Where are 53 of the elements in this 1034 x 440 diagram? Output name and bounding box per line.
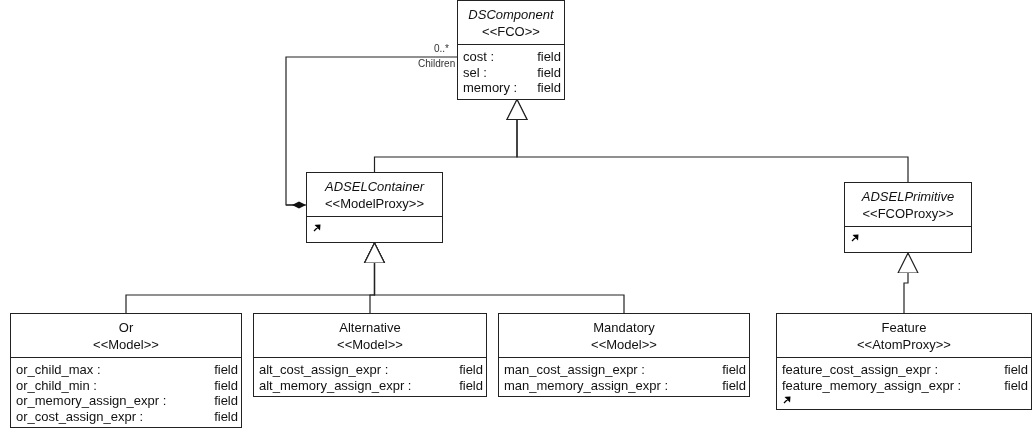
stereotype: <<AtomProxy>>	[856, 336, 952, 353]
class-name: Or	[117, 319, 135, 336]
class-name: Feature	[880, 319, 928, 336]
generalization-arrow	[506, 98, 909, 183]
attribute-name: man_cost_assign_expr :	[504, 362, 646, 378]
class-name: DSComponent	[467, 6, 555, 23]
stereotype: <<Model>>	[92, 336, 160, 353]
stereotype: <<FCO>>	[481, 23, 541, 40]
attribute-type: field	[1004, 377, 1028, 393]
attribute-type: field	[537, 49, 561, 65]
attribute-type: field	[537, 64, 561, 80]
attribute-name: man_memory_assign_expr :	[504, 377, 670, 393]
class-name: ADSELPrimitive	[860, 188, 956, 205]
attribute-name: or_cost_assign_expr :	[16, 408, 145, 424]
class-name: Alternative	[338, 319, 402, 336]
class-box	[306, 172, 443, 243]
attribute-type: field	[214, 377, 238, 393]
class-box	[776, 313, 1032, 410]
attribute-name: cost :	[463, 49, 496, 65]
attribute-type: field	[214, 362, 238, 378]
multiplicity-label: Children	[418, 58, 456, 69]
attribute-type: field	[1004, 362, 1028, 378]
attribute-type: field	[459, 362, 483, 378]
attribute-type: field	[722, 362, 746, 378]
attribute-type: field	[214, 408, 238, 424]
attribute-name: alt_cost_assign_expr :	[259, 362, 390, 378]
attribute-type: field	[214, 393, 238, 409]
stereotype: <<Model>>	[590, 336, 658, 353]
class-box	[844, 182, 972, 253]
attribute-type: field	[537, 80, 561, 96]
attribute-name: feature_memory_assign_expr :	[782, 377, 963, 393]
class-box	[253, 313, 487, 397]
attribute-name: alt_memory_assign_expr :	[259, 377, 413, 393]
class-box	[498, 313, 750, 397]
class-box	[457, 0, 565, 100]
class-name: Mandatory	[592, 319, 656, 336]
attribute-name: sel :	[463, 64, 488, 80]
stereotype: <<Model>>	[336, 336, 404, 353]
attribute-name: feature_cost_assign_expr :	[782, 362, 940, 378]
attribute-type: field	[722, 377, 746, 393]
multiplicity-label: 0..*	[434, 43, 449, 54]
generalization-arrow	[363, 242, 625, 314]
attribute-name: or_child_max :	[16, 362, 102, 378]
generalization-arrow	[897, 252, 919, 314]
attribute-name: or_child_min :	[16, 377, 98, 393]
class-box	[10, 313, 242, 428]
attribute-type: field	[459, 377, 483, 393]
attribute-name: memory :	[463, 80, 519, 96]
composition-connector	[285, 56, 458, 210]
class-name: ADSELContainer	[323, 178, 426, 195]
attribute-name: or_memory_assign_expr :	[16, 393, 168, 409]
stereotype: <<FCOProxy>>	[861, 205, 955, 222]
stereotype: <<ModelProxy>>	[324, 195, 425, 212]
